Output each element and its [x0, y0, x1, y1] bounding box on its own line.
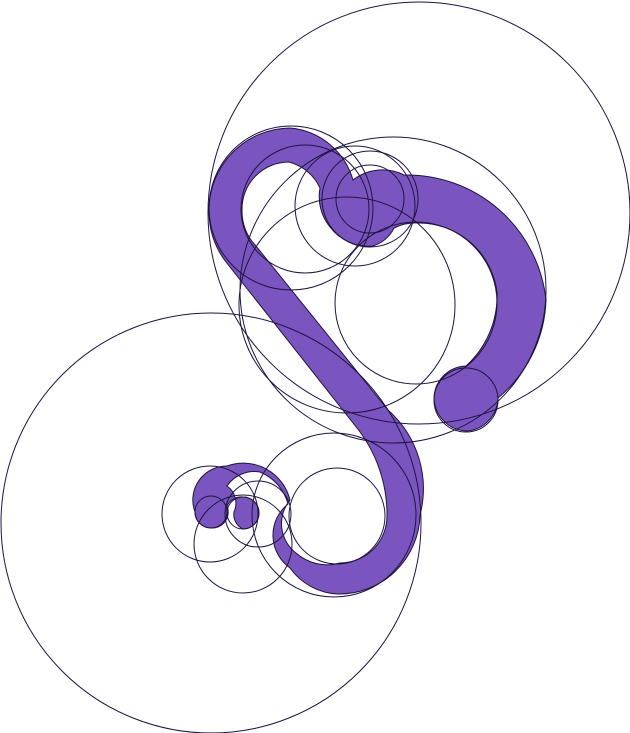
construction-circle — [294, 145, 416, 267]
construction-circle — [161, 465, 259, 563]
construction-circle — [240, 144, 370, 274]
construction-circle — [224, 480, 292, 548]
construction-circle — [208, 125, 374, 291]
construction-circle — [207, 1, 630, 425]
construction-circle — [226, 496, 260, 530]
construction-circle — [335, 164, 405, 234]
construction-circle — [0, 312, 422, 733]
spiral-body — [192, 127, 547, 595]
construction-circle — [238, 196, 456, 414]
construction-circle — [288, 467, 386, 565]
construction-circle — [334, 221, 498, 385]
construction-circle — [433, 367, 499, 433]
construction-circle — [251, 432, 417, 598]
spiral-shape — [192, 127, 547, 595]
construction-circle — [321, 150, 419, 248]
construction-circle — [193, 494, 293, 594]
